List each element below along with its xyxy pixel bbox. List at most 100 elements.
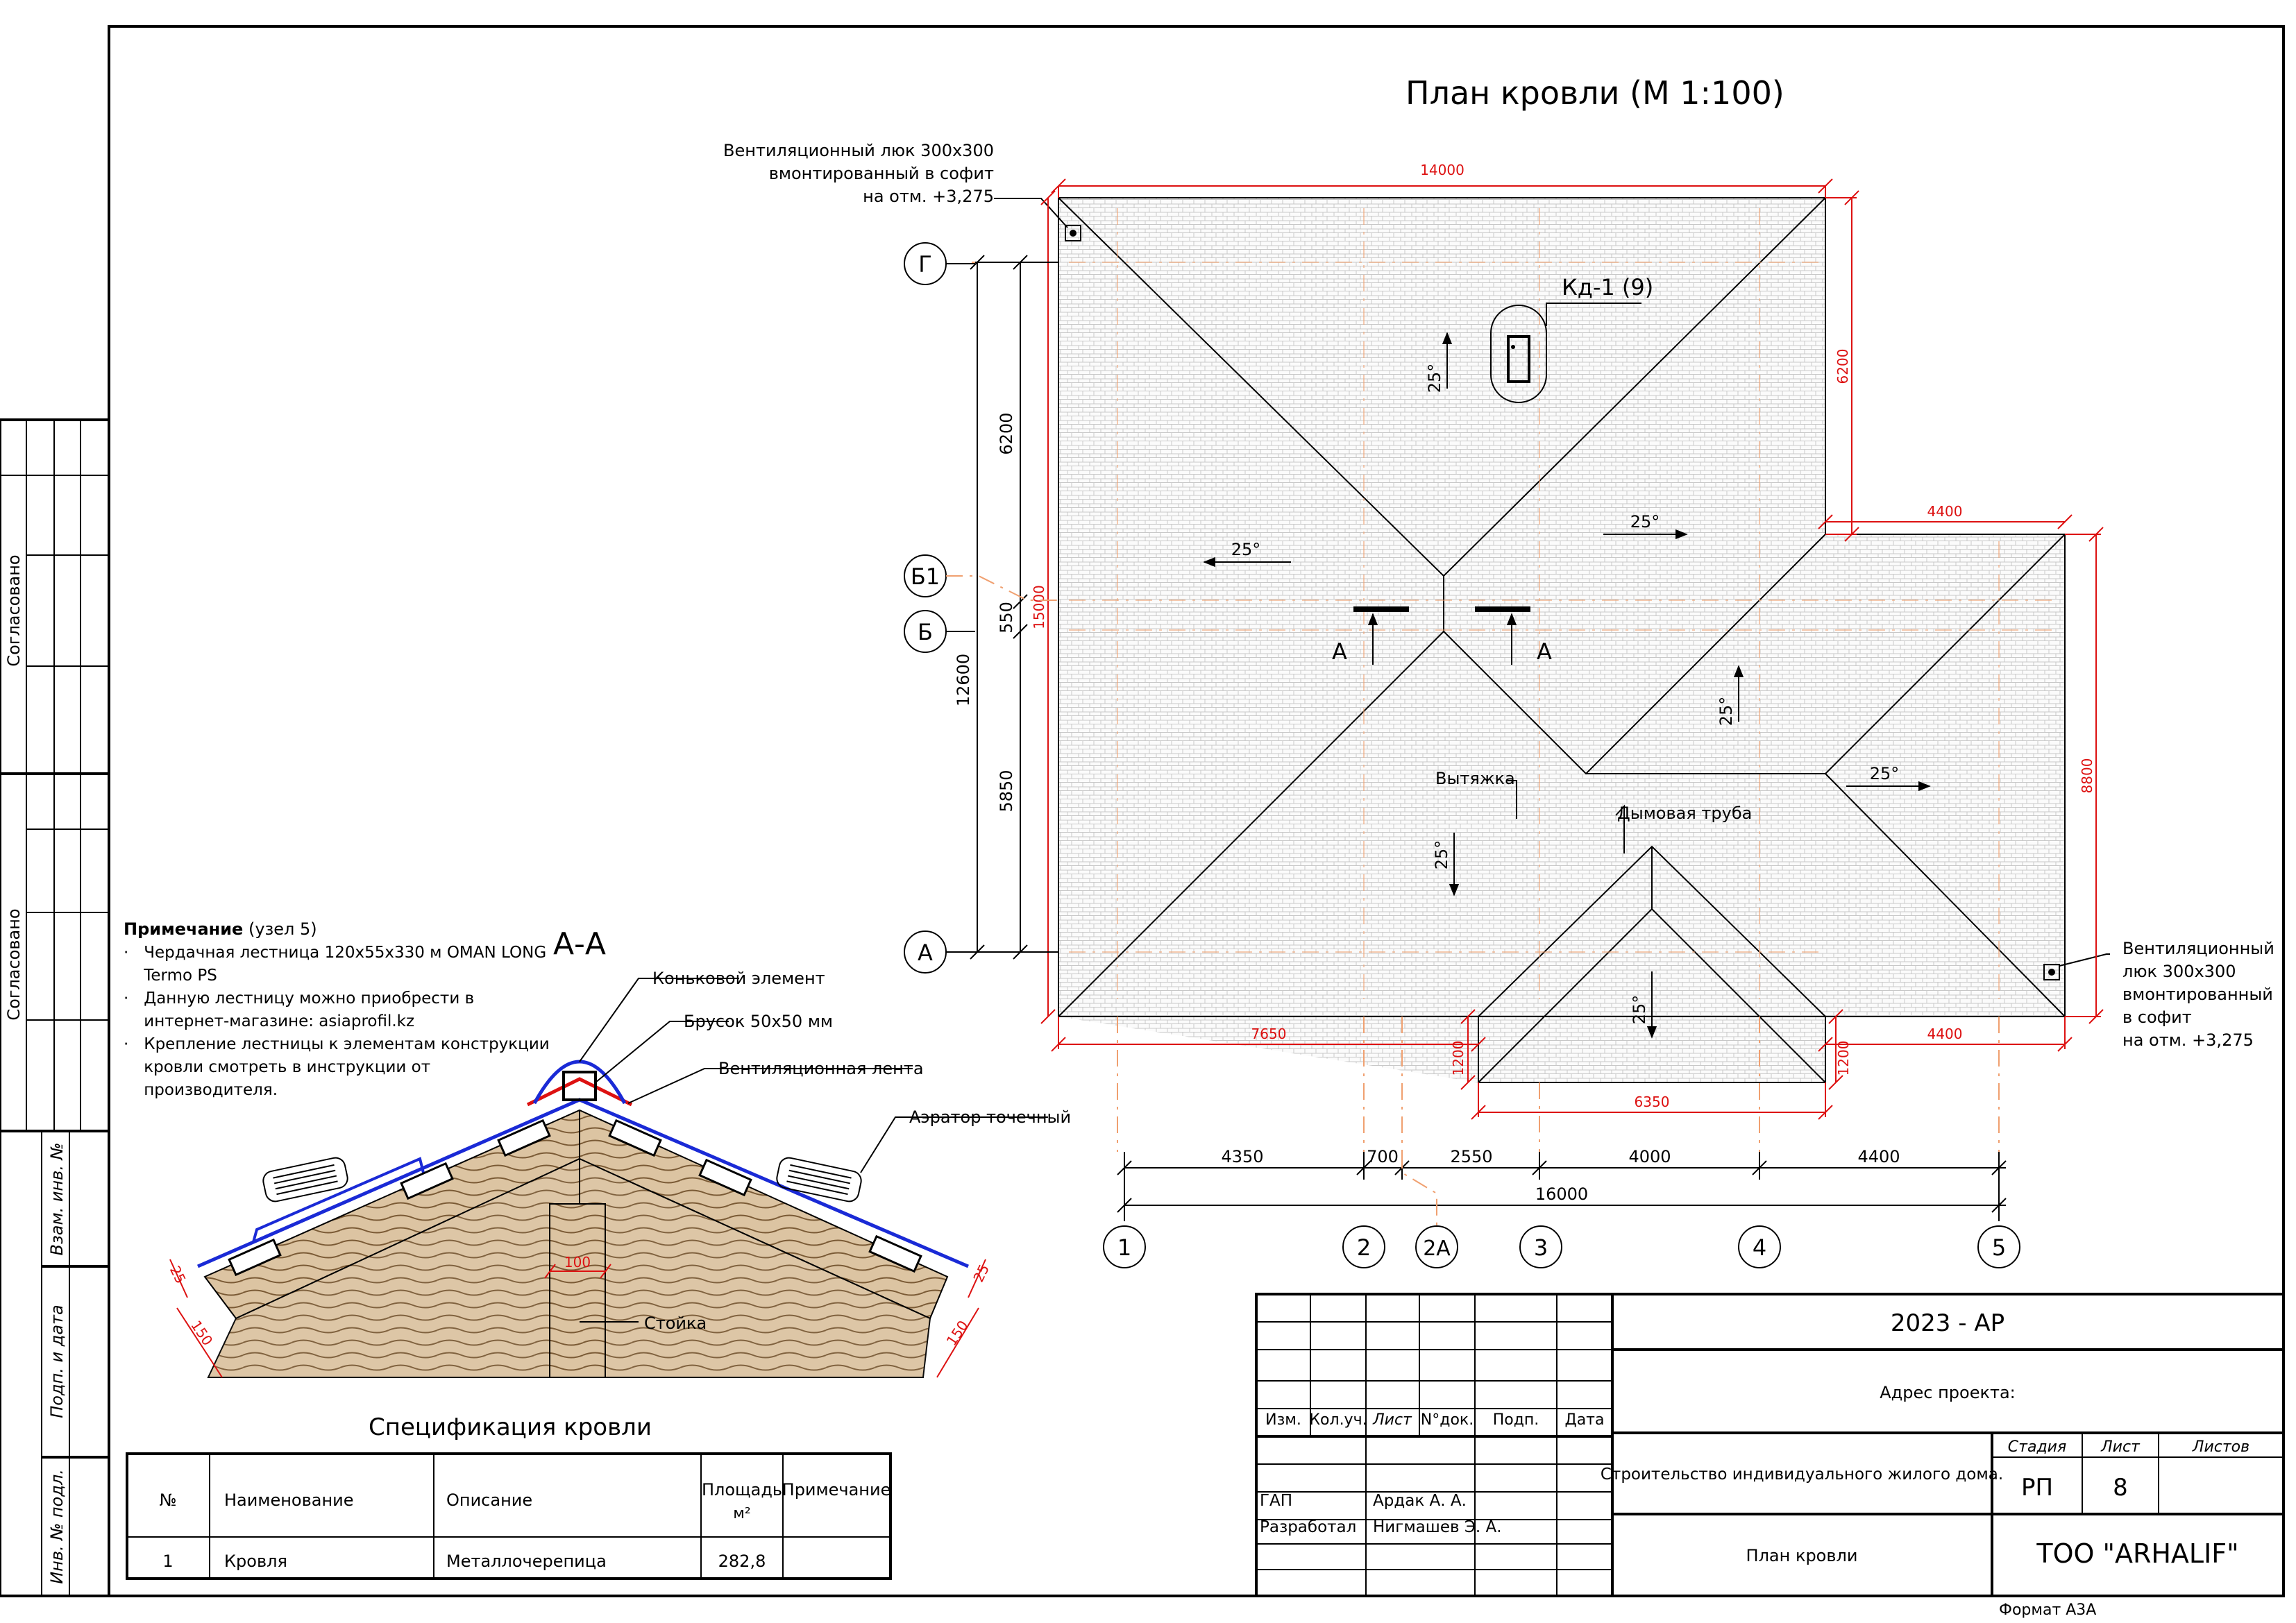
dim-b-4350: 4350 (1221, 1147, 1263, 1166)
black-dimensions (970, 255, 2007, 1221)
slope-label: 25° (1432, 840, 1451, 870)
slope-label: 25° (1870, 764, 1900, 783)
axis-col-1: 1 (1117, 1234, 1131, 1261)
tb-stage: РП (2021, 1474, 2053, 1502)
vent-hatch-tl-2: вмонтированный в софит (769, 164, 994, 183)
dim-b-700: 700 (1367, 1147, 1399, 1166)
title-block: Изм. Кол.уч. Лист N°док. Подп. Дата ГАП … (1255, 1293, 2285, 1619)
section-mark-right: А (1537, 638, 1552, 665)
tb-format: Формат А3А (1999, 1601, 2096, 1619)
tb-role-dev: Разработал (1260, 1518, 1356, 1536)
tb-col-podp: Подп. (1493, 1411, 1539, 1429)
axis-row-b1: Б1 (911, 563, 940, 590)
dim-bottom-mid: 6350 (1635, 1094, 1670, 1110)
dim-wing-top: 4400 (1927, 503, 1963, 520)
dim-small-right: 1200 (1835, 1041, 1852, 1076)
axis-col-4: 4 (1753, 1234, 1766, 1261)
vent-hatch-br-3: вмонтированный (2122, 985, 2273, 1004)
spec-h-desc: Описание (446, 1490, 532, 1510)
axis-bubbles (904, 242, 2020, 1268)
red-dimensions (1040, 178, 2104, 1120)
dim-b-2550: 2550 (1450, 1147, 1492, 1166)
dim-b-4400: 4400 (1857, 1147, 1900, 1166)
note-title: Примечание (124, 919, 243, 939)
drawing-title: План кровли (М 1:100) (1406, 74, 1784, 112)
lbl-ridge-element: Коньковой элемент (652, 969, 825, 988)
dim-bottom-left: 7650 (1251, 1026, 1287, 1042)
dim-b-4000: 4000 (1628, 1147, 1671, 1166)
dim-bottom-right: 4400 (1927, 1026, 1963, 1042)
note-line: интернет-магазине: asiaprofil.kz (124, 1012, 414, 1030)
note-line: кровли смотреть в инструкции от (124, 1058, 430, 1076)
spec-h-area: Площадь (702, 1480, 782, 1499)
tb-col-list: Лист (1372, 1411, 1412, 1429)
stamp-inv-replace: Взам. инв. № (47, 1143, 67, 1256)
dim-wing-right: 8800 (2079, 758, 2095, 794)
spec-h-no: № (160, 1490, 177, 1510)
tb-code: 2023 - АР (1891, 1309, 2004, 1337)
dim-left-550: 550 (997, 602, 1016, 634)
note-line: · Чердачная лестница 120х55х330 м OMAN L… (124, 944, 546, 962)
note-line: Termo PS (124, 967, 217, 985)
dim-b-16000: 16000 (1535, 1184, 1588, 1204)
tb-address: Адрес проекта: (1880, 1383, 2015, 1402)
tb-sheet-h: Лист (2100, 1438, 2141, 1456)
spec-cell-area: 282,8 (718, 1552, 766, 1571)
spec-h-area-unit: м² (733, 1505, 750, 1522)
tb-company: ТОО "ARHALIF" (2036, 1538, 2238, 1569)
dim-left-12600: 12600 (954, 654, 973, 706)
dim-left-6200: 6200 (997, 412, 1016, 454)
slope-label: 25° (1630, 512, 1660, 532)
section-aa: А-А (167, 926, 1071, 1378)
axis-col-2a: 2А (1423, 1237, 1451, 1261)
note-block: Примечание (узел 5) · Чердачная лестница… (124, 919, 550, 1099)
note-title-suffix: (узел 5) (243, 919, 316, 939)
dim-top: 14000 (1420, 162, 1464, 178)
roof-window-icon[interactable] (1490, 303, 1641, 403)
lbl-bar: Брусок 50х50 мм (684, 1012, 833, 1031)
tb-name-gap: Ардак А. А. (1373, 1492, 1467, 1510)
axis-row-a: А (918, 940, 933, 966)
svg-text:Примечание (узел 5): Примечание (узел 5) (124, 919, 317, 939)
dim-left-5850: 5850 (997, 770, 1016, 812)
vent-hatch-br-1: Вентиляционный (2122, 939, 2274, 958)
section-mark-left: А (1332, 638, 1347, 665)
section-title: А-А (553, 926, 606, 962)
section-red-dims (169, 1259, 986, 1378)
tb-name-dev: Нигмашев Э. А. (1373, 1518, 1502, 1536)
spec-h-note: Примечание (782, 1480, 891, 1499)
sec-dim-150-left: 150 (187, 1318, 216, 1349)
section-cut-marks (1353, 606, 1530, 665)
lbl-vent-tape: Вентиляционная лента (718, 1059, 924, 1078)
tb-col-doc: N°док. (1421, 1411, 1474, 1429)
stamp-sign-date: Подп. и дата (47, 1305, 67, 1418)
slope-label: 25° (1231, 540, 1261, 559)
aerator-icon (262, 1157, 862, 1203)
dim-small-left: 1200 (1450, 1041, 1467, 1076)
tb-sheet-name: План кровли (1746, 1546, 1858, 1565)
axis-col-2: 2 (1357, 1234, 1371, 1261)
stamp-inv-orig: Инв. № подл. (47, 1469, 67, 1584)
spec-h-name: Наименование (224, 1490, 354, 1510)
vent-hatch-tl-3: на отм. +3,275 (863, 187, 994, 206)
spec-cell-desc: Металлочерепица (446, 1552, 607, 1571)
note-line: производителя. (124, 1081, 278, 1099)
vent-hatch-br-2: люк 300х300 (2122, 962, 2236, 981)
vent-hatch-br-4: в софит (2122, 1008, 2192, 1027)
sec-dim-150-right: 150 (943, 1318, 972, 1349)
dim-left-total: 15000 (1031, 585, 1047, 629)
tb-col-kol: Кол.уч. (1309, 1411, 1367, 1429)
sec-dim-25-right: 25 (970, 1261, 993, 1284)
tb-stage-h: Стадия (2008, 1438, 2066, 1456)
spec-cell-no: 1 (162, 1552, 173, 1571)
slope-arrows: 25° 25° 25° 25° 25° 25° 25° (1203, 332, 1931, 1039)
tb-col-date: Дата (1565, 1411, 1605, 1429)
roof-plan: Кд-1 (9) Вентиляционный люк 300х300 вмон… (723, 141, 2274, 1268)
axis-row-g: Г (918, 251, 932, 278)
spec-cell-name: Кровля (224, 1552, 287, 1571)
axis-col-5: 5 (1992, 1234, 2006, 1261)
dim-right-upper: 6200 (1834, 349, 1851, 384)
exhaust-label: Вытяжка (1435, 769, 1515, 788)
vent-hatch-icon (994, 198, 2110, 980)
